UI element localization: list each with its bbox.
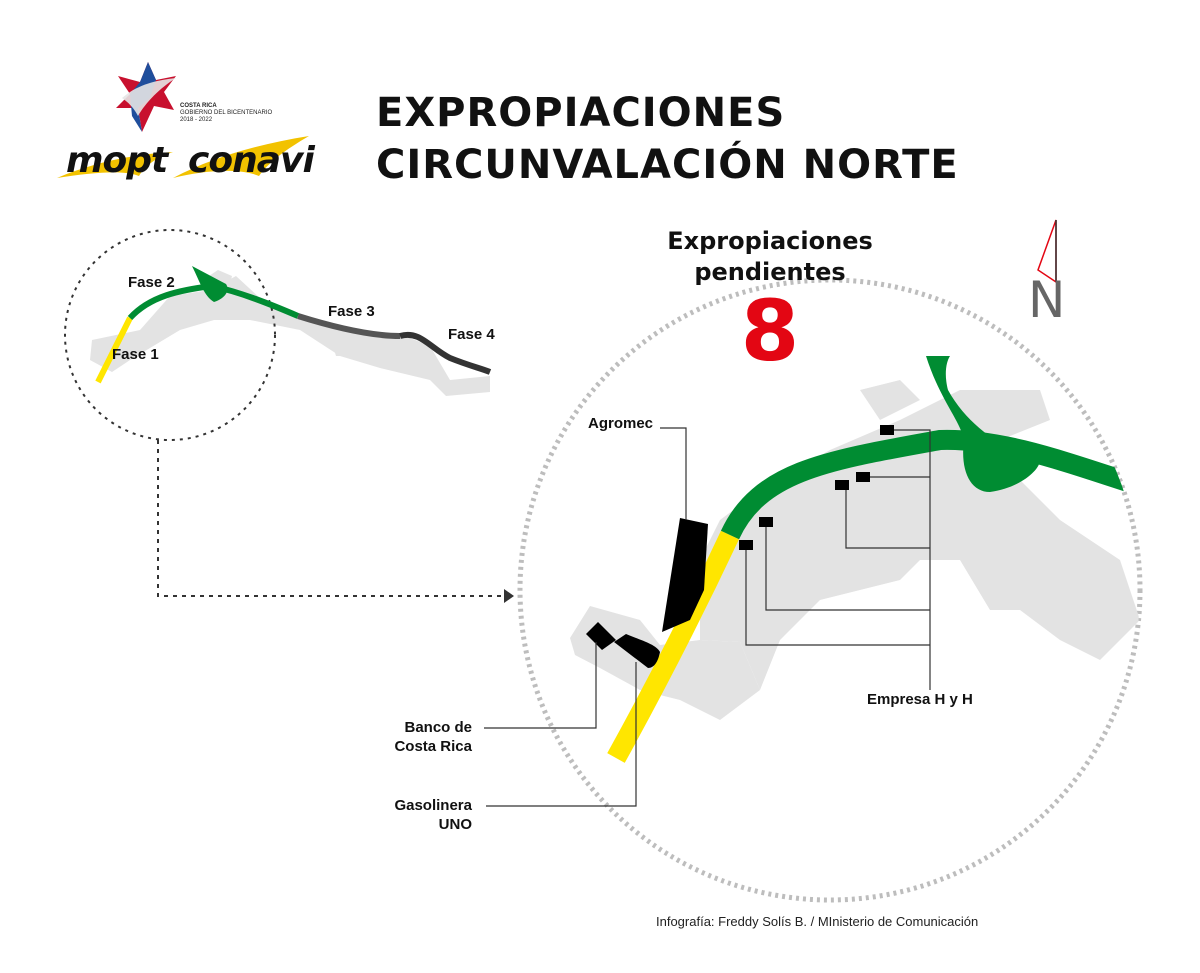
phase-label-fase3: Fase 3 — [328, 303, 375, 320]
zoom-arrowhead-icon — [504, 589, 514, 603]
callout-empresa-hyh: Empresa H y H — [867, 691, 973, 708]
property-hyh-5 — [739, 540, 753, 550]
overview-map — [64, 229, 514, 603]
north-arrow-icon — [1037, 219, 1057, 284]
logo-years: 2018 - 2022 — [180, 117, 213, 123]
pending-expropriations-count: 8 — [740, 282, 800, 380]
mopt-swoosh-icon — [57, 136, 309, 178]
property-agromec — [662, 518, 708, 632]
property-banco-costa-rica — [586, 622, 616, 650]
overview-zoom-circle — [64, 229, 276, 441]
phase-label-fase4: Fase 4 — [448, 326, 495, 343]
fase2-interchange-detail — [926, 356, 1040, 492]
phase-label-fase2: Fase 2 — [128, 274, 175, 291]
property-hyh-1 — [880, 425, 894, 435]
callout-gasolinera-line2: UNO — [438, 816, 472, 833]
star-emblem-icon — [116, 62, 176, 132]
pending-expropriations-title: Expropiaciones pendientes — [667, 227, 873, 286]
callout-leader-lines — [484, 427, 931, 807]
property-gasolinera-uno — [614, 634, 660, 668]
property-hyh-2 — [856, 472, 870, 482]
fase2-interchange-overview — [192, 266, 228, 302]
fase3-route-overview — [297, 313, 401, 339]
property-hyh-3 — [835, 480, 849, 490]
page-title-line-1: EXPROPIACIONES — [376, 90, 786, 136]
mopt-wordmark: mopt — [66, 140, 168, 181]
callout-agromec: Agromec — [588, 415, 654, 432]
page-title-line-2: CIRCUNVALACIÓN NORTE — [376, 142, 959, 188]
bicentenario-logo: COSTA RICA GOBIERNO DEL BICENTENARIO 201… — [110, 58, 290, 138]
fase2-route-detail — [720, 429, 1140, 540]
zoom-connector-arrow — [157, 440, 506, 597]
footer-credit: Infografía: Freddy Solís B. / MInisterio… — [656, 914, 979, 929]
callout-banco-line2: Costa Rica — [394, 738, 472, 755]
logo-government: GOBIERNO DEL BICENTENARIO — [180, 110, 273, 116]
fase1-route-overview — [95, 316, 133, 384]
property-hyh-4 — [759, 517, 773, 527]
detail-zoom-circle — [517, 277, 1143, 903]
logo-country: COSTA RICA — [180, 103, 217, 109]
callout-banco-line1: Banco de — [404, 719, 472, 736]
fase1-route-detail — [607, 530, 740, 763]
north-letter: N — [1028, 271, 1066, 329]
callout-gasolinera-line1: Gasolinera — [394, 797, 472, 814]
phase-label-fase1: Fase 1 — [112, 346, 159, 363]
fase4-route-overview — [399, 331, 492, 375]
conavi-wordmark: conavi — [188, 140, 315, 181]
